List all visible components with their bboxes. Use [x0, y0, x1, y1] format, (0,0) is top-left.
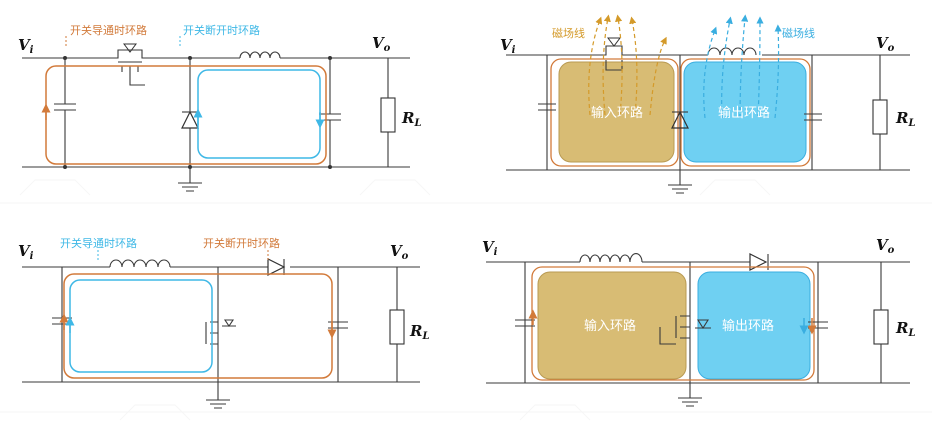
panel-buck-magnetic: Vi Vo RL 磁场线 磁场 — [500, 14, 916, 194]
vi-label: Vi — [500, 36, 516, 56]
magnetic-field-lines-input — [588, 14, 667, 116]
off-loop-label: 开关断开时环路 — [183, 23, 260, 37]
magnetic-field-lines-output — [703, 14, 782, 119]
output-loop-label: 输出环路 — [718, 105, 770, 121]
ground-symbol — [178, 167, 202, 192]
magnetic-label-right: 磁场线 — [782, 26, 815, 40]
output-capacitor — [319, 58, 341, 167]
vo-label: Vo — [876, 34, 895, 54]
vo-label: Vo — [372, 34, 391, 54]
vo-label: Vo — [390, 242, 409, 262]
mosfet-switch — [105, 43, 155, 86]
watermark-pattern — [0, 179, 932, 421]
output-loop-label: 输出环路 — [722, 318, 774, 334]
panel-boost-loops: Vi Vo RL 开关导通时环路 开关断开时环路 — [18, 236, 430, 409]
off-loop-label: 开关断开时环路 — [203, 236, 280, 250]
on-loop-label: 开关导通时环路 — [70, 23, 147, 37]
rl-label: RL — [895, 319, 916, 339]
vi-label: Vi — [18, 242, 34, 262]
vi-label: Vi — [482, 238, 498, 258]
vi-label: Vi — [18, 36, 34, 56]
rl-label: RL — [401, 109, 422, 129]
load-resistor — [380, 97, 396, 133]
inductor-coil — [239, 51, 281, 59]
input-loop-area — [537, 271, 687, 380]
rl-label: RL — [895, 109, 916, 129]
panel-buck-loops: Vi Vo RL — [18, 23, 422, 192]
switch-on-loop — [45, 65, 327, 165]
on-loop-label: 开关导通时环路 — [60, 236, 137, 250]
switch-off-loop — [197, 69, 321, 159]
magnetic-label-left: 磁场线 — [552, 26, 585, 40]
input-loop-label: 输入环路 — [584, 318, 636, 334]
panel-boost-areas: Vi Vo RL 输入环路 输出环路 — [482, 236, 916, 407]
rl-label: RL — [409, 322, 430, 342]
freewheel-diode — [181, 58, 199, 167]
input-capacitor — [54, 58, 76, 167]
input-loop-label: 输入环路 — [591, 105, 643, 121]
vo-label: Vo — [876, 236, 895, 256]
